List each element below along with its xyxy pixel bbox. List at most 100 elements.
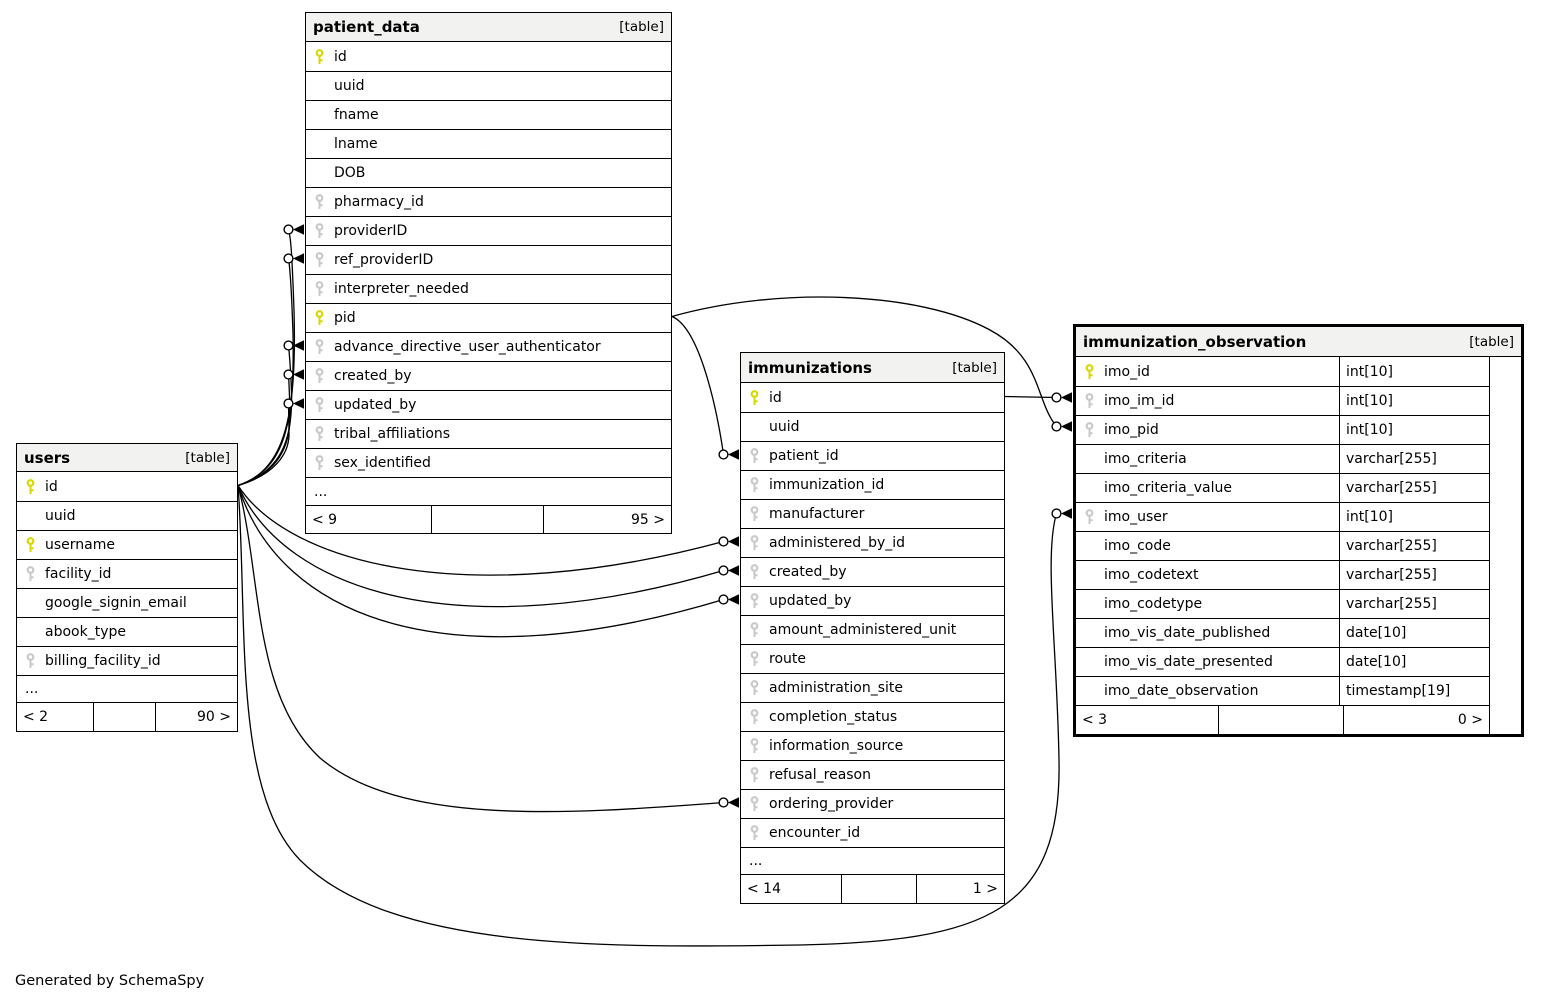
- table-header[interactable]: patient_data[table]: [306, 13, 671, 42]
- column-row[interactable]: uuid: [306, 71, 671, 100]
- column-row[interactable]: pharmacy_id: [306, 187, 671, 216]
- key-icon-slot: [741, 738, 769, 754]
- column-name: imo_date_observation: [1104, 683, 1259, 699]
- relationship-users-id-to-immunizations-created_by: [237, 485, 739, 608]
- column-name: username: [45, 537, 115, 553]
- column-row[interactable]: sex_identified: [306, 448, 671, 477]
- table-header[interactable]: immunization_observation[table]: [1076, 327, 1521, 357]
- fk-arrowhead: [293, 253, 304, 264]
- column-name: route: [769, 651, 806, 667]
- table-header[interactable]: users[table]: [17, 444, 237, 472]
- zero-or-one-circle: [718, 797, 729, 808]
- column-row[interactable]: DOB: [306, 158, 671, 187]
- column-type: int[10]: [1339, 416, 1489, 444]
- foreign-key-icon: [1085, 393, 1094, 408]
- column-type: int[10]: [1339, 357, 1489, 386]
- column-name: google_signin_email: [45, 595, 187, 611]
- column-row[interactable]: tribal_affiliations: [306, 419, 671, 448]
- column-type: varchar[255]: [1339, 561, 1489, 589]
- foreign-key-icon: [750, 506, 759, 521]
- primary-key-icon: [750, 389, 759, 405]
- column-row[interactable]: google_signin_email: [17, 588, 237, 617]
- key-icon-slot: [741, 593, 769, 609]
- zero-or-one-circle: [283, 369, 294, 380]
- table-badge: [table]: [952, 359, 997, 376]
- column-row[interactable]: created_by: [741, 557, 1004, 586]
- column-row[interactable]: lname: [306, 129, 671, 158]
- column-name: imo_vis_date_presented: [1104, 654, 1273, 670]
- table-header[interactable]: immunizations[table]: [741, 353, 1004, 383]
- relationship-line: [237, 403, 290, 487]
- foreign-key-icon: [750, 709, 759, 724]
- column-row[interactable]: advance_directive_user_authenticator: [306, 332, 671, 361]
- column-row[interactable]: pid: [306, 303, 671, 332]
- column-row[interactable]: id: [741, 383, 1004, 412]
- column-row[interactable]: encounter_id: [741, 818, 1004, 847]
- column-name: refusal_reason: [769, 767, 871, 783]
- column-row[interactable]: manufacturer: [741, 499, 1004, 528]
- column-row[interactable]: administered_by_id: [741, 528, 1004, 557]
- column-name: created_by: [769, 564, 847, 580]
- relationship-immunizations-id-to-immunization_observation-imo_im_id: [1004, 392, 1072, 403]
- column-row[interactable]: id: [17, 472, 237, 501]
- fk-arrowhead: [1061, 392, 1072, 403]
- relationship-patient_data-pid-to-immunizations-patient_id: [671, 315, 739, 460]
- column-row[interactable]: information_source: [741, 731, 1004, 760]
- column-row[interactable]: interpreter_needed: [306, 274, 671, 303]
- column-row[interactable]: patient_id: [741, 441, 1004, 470]
- column-row[interactable]: immunization_id: [741, 470, 1004, 499]
- column-row[interactable]: refusal_reason: [741, 760, 1004, 789]
- column-row[interactable]: administration_site: [741, 673, 1004, 702]
- relationship-users-id-to-immunizations-updated_by: [237, 485, 739, 638]
- column-row[interactable]: providerID: [306, 216, 671, 245]
- relationship-patient_data-pid-to-immunization_observation-imo_pid: [671, 296, 1072, 432]
- table-name: users: [24, 448, 71, 467]
- column-name: id: [769, 389, 782, 406]
- relationship-line: [237, 485, 1060, 947]
- column-type: varchar[255]: [1339, 532, 1489, 560]
- column-row[interactable]: username: [17, 530, 237, 559]
- fk-arrowhead: [728, 594, 739, 605]
- column-row[interactable]: ordering_provider: [741, 789, 1004, 818]
- column-row[interactable]: facility_id: [17, 559, 237, 588]
- footer-children-count: 1 >: [916, 875, 1004, 903]
- fk-arrowhead: [293, 369, 304, 380]
- column-row[interactable]: route: [741, 644, 1004, 673]
- primary-key-icon: [315, 310, 324, 325]
- key-icon-slot: [17, 537, 45, 553]
- column-row[interactable]: updated_by: [741, 586, 1004, 615]
- column-row[interactable]: abook_type: [17, 617, 237, 646]
- key-icon-slot: [741, 622, 769, 638]
- column-row[interactable]: id: [306, 42, 671, 71]
- column-row[interactable]: uuid: [741, 412, 1004, 441]
- column-row[interactable]: created_by: [306, 361, 671, 390]
- column-row[interactable]: completion_status: [741, 702, 1004, 731]
- column-name: imo_criteria: [1104, 451, 1187, 467]
- column-row[interactable]: ref_providerID: [306, 245, 671, 274]
- key-icon-slot: [741, 825, 769, 841]
- column-name: id: [334, 48, 347, 65]
- column-row[interactable]: fname: [306, 100, 671, 129]
- column-row[interactable]: billing_facility_id: [17, 646, 237, 675]
- column-row[interactable]: updated_by: [306, 390, 671, 419]
- column-row[interactable]: uuid: [17, 501, 237, 530]
- spare-column: [1489, 357, 1521, 734]
- column-row[interactable]: amount_administered_unit: [741, 615, 1004, 644]
